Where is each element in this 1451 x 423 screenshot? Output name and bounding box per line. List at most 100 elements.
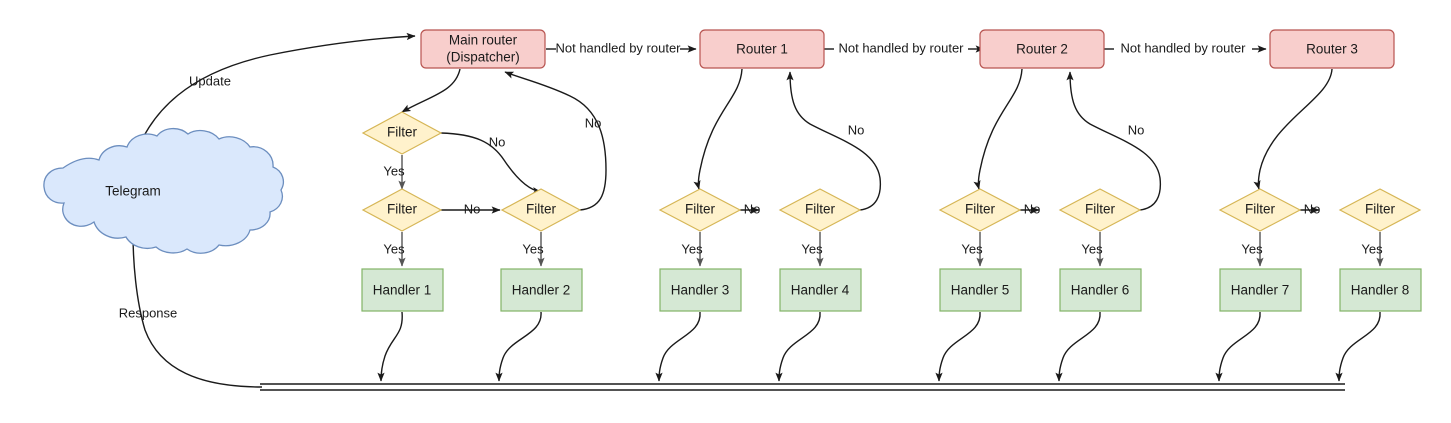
handler-1-box[interactable] [361, 268, 444, 312]
handler-3-box[interactable] [659, 268, 742, 312]
node-handler-7[interactable]: Handler 7 [1219, 268, 1302, 312]
filter-1-diamond[interactable] [361, 188, 443, 232]
edge-label-no-a: No [489, 134, 506, 149]
router-1-box[interactable] [699, 29, 825, 69]
edge-router1-to-filter-3 [693, 68, 743, 190]
node-handler-3[interactable]: Handler 3 [659, 268, 742, 312]
node-filter-5[interactable]: Filter [938, 188, 1022, 232]
filter-1-label: Filter [387, 202, 418, 217]
edge-label-yes-4: Yes [681, 241, 703, 256]
main-router-box[interactable] [420, 29, 546, 69]
edge-label-no-3: No [848, 122, 865, 137]
filter-8-label: Filter [1365, 202, 1396, 217]
node-handler-6[interactable]: Handler 6 [1059, 268, 1142, 312]
handler-7-label: Handler 7 [1231, 283, 1290, 298]
handler-5-box[interactable] [939, 268, 1022, 312]
edge-mainrouter-to-filter-a [401, 68, 461, 113]
node-handler-1[interactable]: Handler 1 [361, 268, 444, 312]
node-filter-6[interactable]: Filter [1058, 188, 1142, 232]
edge-label-no-2: No [744, 201, 761, 216]
handler-8-box[interactable] [1339, 268, 1422, 312]
edge-label-no-1: No [464, 201, 481, 216]
edge-filter-2-no-to-mainrouter [504, 71, 607, 211]
filter-4-label: Filter [805, 202, 836, 217]
edge-handler-8-to-bus [1335, 311, 1381, 382]
telegram-label: Telegram [105, 184, 161, 199]
filter-6-diamond[interactable] [1058, 188, 1142, 232]
main-router-label-line2: (Dispatcher) [446, 50, 520, 65]
router-3-box[interactable] [1269, 29, 1395, 69]
edge-response-to-telegram [129, 232, 263, 388]
filter-8-diamond[interactable] [1338, 188, 1422, 232]
node-filter-7[interactable]: Filter [1218, 188, 1302, 232]
filter-7-diamond[interactable] [1218, 188, 1302, 232]
handler-2-box[interactable] [500, 268, 583, 312]
edge-label-not-handled-2: Not handled by router [838, 40, 964, 55]
router-2-box[interactable] [979, 29, 1105, 69]
filter-5-diamond[interactable] [938, 188, 1022, 232]
edge-label-yes-9: Yes [1361, 241, 1383, 256]
filter-a-label: Filter [387, 125, 418, 140]
edge-filter-6-no-to-router2 [1066, 71, 1162, 211]
edge-filter-4-no-to-router1 [786, 71, 882, 211]
edge-router2-to-filter-5 [973, 68, 1023, 190]
node-main-router[interactable]: Main router (Dispatcher) [420, 29, 546, 69]
filter-a-diamond[interactable] [361, 111, 443, 155]
main-router-label-line1: Main router [449, 33, 518, 48]
edge-handler-3-to-bus [655, 311, 701, 382]
edge-label-yes-3: Yes [522, 241, 544, 256]
node-router-1[interactable]: Router 1 [699, 29, 825, 69]
node-filter-2[interactable]: Filter [500, 188, 582, 232]
router-3-label: Router 3 [1306, 42, 1358, 57]
edge-label-update: Update [189, 73, 231, 88]
edge-filter-a-no-to-filter-2 [440, 132, 542, 195]
filter-2-label: Filter [526, 202, 557, 217]
filter-3-diamond[interactable] [658, 188, 742, 232]
handler-8-label: Handler 8 [1351, 283, 1410, 298]
filter-4-diamond[interactable] [778, 188, 862, 232]
edge-label-not-handled-3: Not handled by router [1120, 40, 1246, 55]
node-filter-3[interactable]: Filter [658, 188, 742, 232]
handler-3-label: Handler 3 [671, 283, 730, 298]
filter-5-label: Filter [965, 202, 996, 217]
edge-label-yes-1: Yes [383, 163, 405, 178]
edge-label-yes-7: Yes [1081, 241, 1103, 256]
handler-1-label: Handler 1 [373, 283, 432, 298]
edge-label-yes-2: Yes [383, 241, 405, 256]
handler-4-box[interactable] [779, 268, 862, 312]
cloud-path [43, 127, 284, 254]
edge-label-yes-6: Yes [961, 241, 983, 256]
edge-handler-1-to-bus [377, 311, 403, 382]
edge-update [132, 32, 416, 162]
handler-4-label: Handler 4 [791, 283, 850, 298]
node-handler-2[interactable]: Handler 2 [500, 268, 583, 312]
handler-5-label: Handler 5 [951, 283, 1010, 298]
filter-2-diamond[interactable] [500, 188, 582, 232]
edge-handler-4-to-bus [775, 311, 821, 382]
node-router-2[interactable]: Router 2 [979, 29, 1105, 69]
handler-2-label: Handler 2 [512, 283, 571, 298]
edge-label-yes-8: Yes [1241, 241, 1263, 256]
edge-label-not-handled-1: Not handled by router [555, 40, 681, 55]
router-2-label: Router 2 [1016, 42, 1068, 57]
node-filter-a[interactable]: Filter [361, 111, 443, 155]
node-filter-8[interactable]: Filter [1338, 188, 1422, 232]
handler-7-box[interactable] [1219, 268, 1302, 312]
edge-router3-to-filter-7 [1253, 68, 1333, 190]
edge-handler-6-to-bus [1055, 311, 1101, 382]
filter-7-label: Filter [1245, 202, 1276, 217]
router-1-label: Router 1 [736, 42, 788, 57]
node-filter-4[interactable]: Filter [778, 188, 862, 232]
node-filter-1[interactable]: Filter [361, 188, 443, 232]
edge-label-response: Response [119, 305, 178, 320]
node-router-3[interactable]: Router 3 [1269, 29, 1395, 69]
edge-handler-7-to-bus [1215, 311, 1261, 382]
node-handler-5[interactable]: Handler 5 [939, 268, 1022, 312]
node-handler-4[interactable]: Handler 4 [779, 268, 862, 312]
handler-6-box[interactable] [1059, 268, 1142, 312]
handler-6-label: Handler 6 [1071, 283, 1130, 298]
node-handler-8[interactable]: Handler 8 [1339, 268, 1422, 312]
edge-handler-2-to-bus [495, 311, 542, 382]
